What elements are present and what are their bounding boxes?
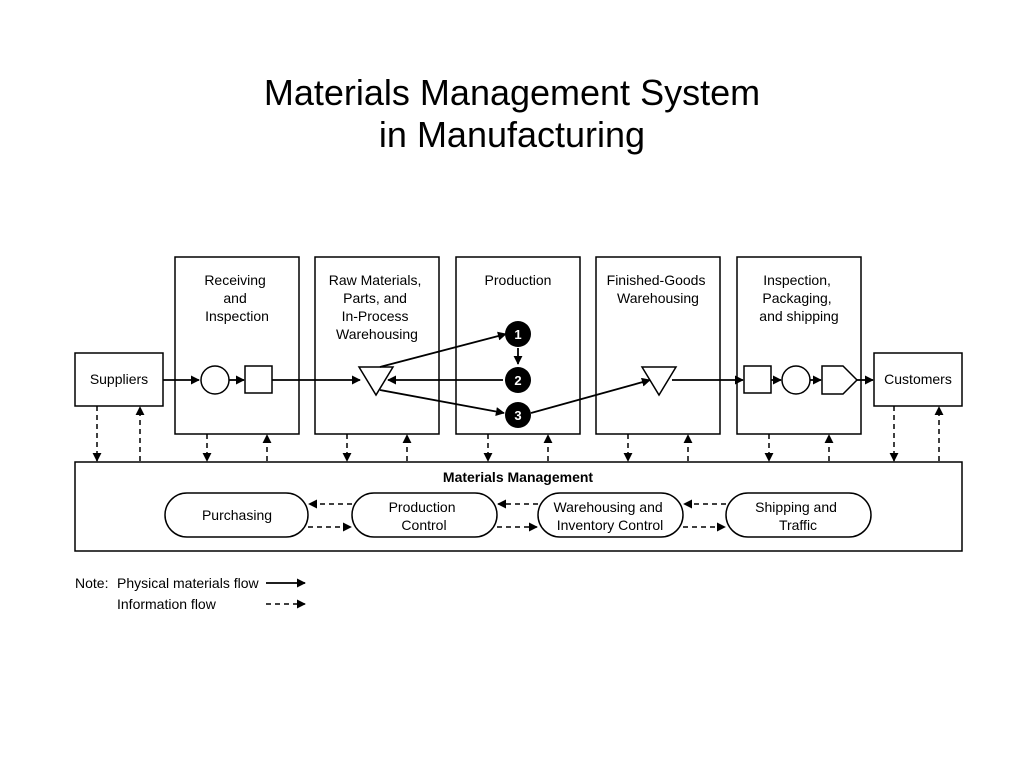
- function-warehousing-inventory: Warehousing and Inventory Control: [537, 492, 684, 538]
- packaging-circle-symbol: [781, 365, 811, 395]
- svg-text:Receiving and Insp: Receiving and Inspection: [204, 272, 269, 324]
- production-step-2: 2: [505, 367, 531, 393]
- stage-finished-goods: Finished-Goods Warehousing: [595, 256, 721, 435]
- horizontal-information-flows: [308, 499, 726, 532]
- raw-storage-triangle-symbol: [357, 366, 395, 397]
- suppliers-box: Suppliers: [74, 352, 164, 407]
- svg-text:Note:: Note:: [75, 575, 108, 591]
- function-purchasing: Purchasing: [164, 492, 309, 538]
- function-shipping-traffic: Shipping and Traffic: [725, 492, 872, 538]
- svg-text:Production Control: Production Control: [389, 499, 460, 533]
- function-production-control: Production Control: [351, 492, 498, 538]
- legend: Note: Physical materials flow Informatio…: [75, 575, 306, 612]
- svg-text:Materials Management: Materials Management: [443, 469, 593, 485]
- production-step-3: 3: [505, 402, 531, 428]
- svg-text:Purchasing: Purchasing: [202, 507, 272, 523]
- svg-text:3: 3: [514, 408, 521, 423]
- physical-flow: [163, 331, 874, 416]
- svg-text:Finished-Goods Warehousi: Finished-Goods Warehousing: [607, 272, 710, 306]
- svg-text:Physical materials flow: Physical materials flow: [117, 575, 259, 591]
- stage-inspection-shipping: Inspection, Packaging, and shipping: [736, 256, 862, 435]
- svg-text:Customers: Customers: [884, 371, 952, 387]
- diagram-title: Materials Management System in Manufactu…: [0, 72, 1024, 156]
- svg-text:Production: Production: [485, 272, 552, 288]
- svg-text:1: 1: [514, 327, 521, 342]
- svg-text:Raw Materials, Parts, an: Raw Materials, Parts, and In-Process War…: [329, 272, 425, 342]
- vertical-information-flows: [92, 406, 944, 462]
- receiving-square-symbol: [244, 365, 273, 394]
- production-step-1: 1: [505, 321, 531, 347]
- svg-text:Inspection, Packaging,: Inspection, Packaging, and shipping: [759, 272, 838, 324]
- svg-text:Warehousing and Inventor: Warehousing and Inventory Control: [553, 499, 666, 533]
- title-line-1: Materials Management System: [263, 72, 761, 113]
- customers-box: Customers: [873, 352, 963, 407]
- svg-text:2: 2: [514, 373, 521, 388]
- stage-receiving: Receiving and Inspection: [174, 256, 300, 435]
- inspection-square-symbol: [743, 365, 772, 394]
- title-line-2: in Manufacturing: [378, 114, 646, 155]
- shipping-arrow-symbol: [821, 365, 859, 395]
- finished-storage-triangle-symbol: [640, 366, 678, 397]
- svg-text:Shipping and Traffic: Shipping and Traffic: [755, 499, 841, 533]
- receiving-circle-symbol: [200, 365, 230, 395]
- stage-raw-materials: Raw Materials, Parts, and In-Process War…: [314, 256, 440, 435]
- svg-text:Information flow: Information flow: [117, 596, 217, 612]
- svg-text:Suppliers: Suppliers: [90, 371, 148, 387]
